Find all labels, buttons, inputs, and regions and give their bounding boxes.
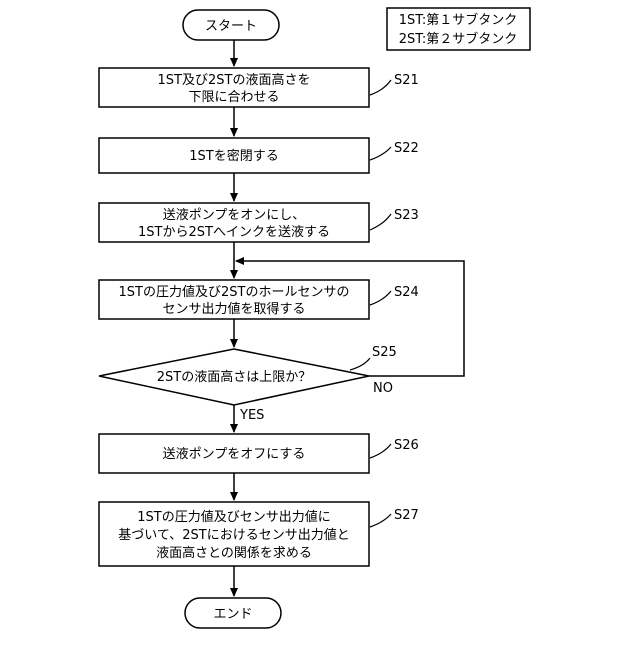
s21-text-line-2: 下限に合わせる <box>188 90 279 105</box>
step-s22: 1STを密閉する S22 <box>99 138 419 173</box>
s25-question: 2STの液面高さは上限か？ <box>157 369 311 385</box>
s25-no-label: NO <box>373 381 393 396</box>
s23-text-line-2: 1STから2STへインクを送液する <box>138 225 330 240</box>
legend-line-2: 2ST:第２サブタンク <box>399 31 517 47</box>
s25-leader <box>350 358 370 370</box>
step-s25-decision: 2STの液面高さは上限か？ S25 NO YES <box>99 345 397 423</box>
s24-text-line-2: センサ出力値を取得する <box>162 301 305 317</box>
s23-label: S23 <box>394 208 419 223</box>
legend-line-1: 1ST:第１サブタンク <box>399 12 517 28</box>
s24-text-line-1: 1STの圧力値及び2STのホールセンサの <box>119 284 350 300</box>
s26-label: S26 <box>394 438 419 453</box>
start-label: スタート <box>205 19 257 34</box>
step-s26: 送液ポンプをオフにする S26 <box>99 434 419 473</box>
end-terminal: エンド <box>185 598 281 628</box>
s27-label: S27 <box>394 508 419 523</box>
legend-box: 1ST:第１サブタンク 2ST:第２サブタンク <box>387 8 530 50</box>
s26-text-line-1: 送液ポンプをオフにする <box>163 447 306 462</box>
s27-text-line-3: 液面高さとの関係を求める <box>156 545 312 561</box>
s22-text-line-1: 1STを密閉する <box>189 148 278 164</box>
s22-leader <box>370 147 391 160</box>
s22-label: S22 <box>394 141 419 156</box>
s25-yes-label: YES <box>239 408 264 423</box>
step-s27: 1STの圧力値及びセンサ出力値に 基づいて、2STにおけるセンサ出力値と 液面高… <box>99 502 419 566</box>
end-label: エンド <box>213 607 252 622</box>
step-s24: 1STの圧力値及び2STのホールセンサの センサ出力値を取得する S24 <box>99 280 419 319</box>
s27-text-line-2: 基づいて、2STにおけるセンサ出力値と <box>118 527 349 543</box>
step-s23: 送液ポンプをオンにし、 1STから2STへインクを送液する S23 <box>99 203 419 242</box>
s24-leader <box>370 291 391 305</box>
s27-leader <box>370 514 391 527</box>
s24-label: S24 <box>394 285 419 300</box>
s21-leader <box>370 80 391 95</box>
s25-label: S25 <box>372 345 397 360</box>
s23-leader <box>370 214 391 230</box>
s23-text-line-1: 送液ポンプをオンにし、 <box>163 208 306 223</box>
s26-leader <box>370 444 391 458</box>
s21-label: S21 <box>394 73 419 88</box>
step-s21: 1ST及び2STの液面高さを 下限に合わせる S21 <box>99 68 419 107</box>
s27-text-line-1: 1STの圧力値及びセンサ出力値に <box>137 509 330 525</box>
start-terminal: スタート <box>183 10 279 40</box>
s21-text-line-1: 1ST及び2STの液面高さを <box>158 72 311 88</box>
